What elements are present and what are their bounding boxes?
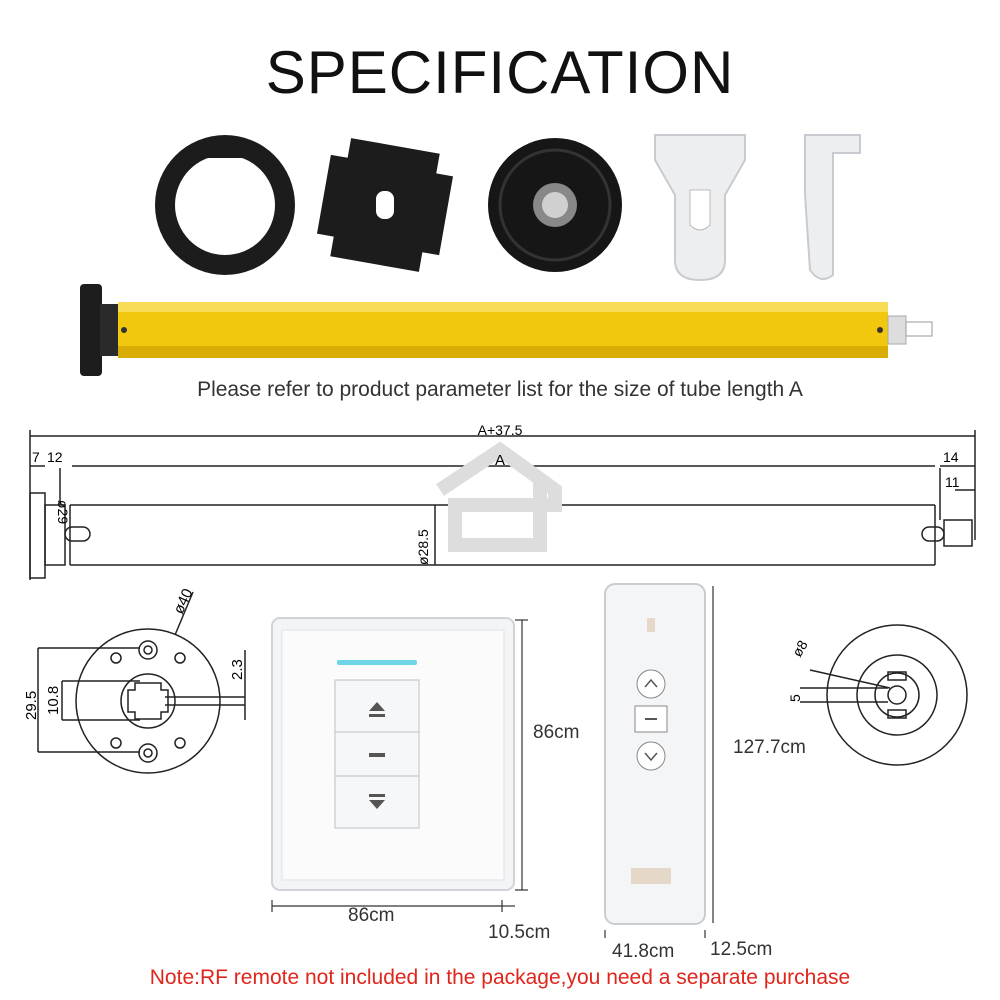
dim-hole-spacing: 29.5 (23, 691, 40, 720)
dim-total-length: A+37.5 (478, 422, 523, 438)
switch-height: 86cm (533, 722, 580, 743)
dim-shaft-width: 10.8 (45, 686, 62, 715)
dim-head-diameter: ø29 (55, 500, 71, 524)
switch-depth: 10.5cm (488, 922, 551, 943)
remote-depth: 12.5cm (710, 939, 773, 960)
dim-right-14: 14 (943, 449, 959, 465)
accessory-parts (155, 134, 861, 282)
page-title: SPECIFICATION (265, 39, 735, 106)
tubular-motor (80, 284, 933, 376)
wall-switch (271, 617, 528, 912)
remote-control (604, 583, 714, 938)
tube-length-caption: Please refer to product parameter list f… (197, 378, 803, 401)
flange-drawing: 29.5 10.8 2.3 ø40 (23, 586, 246, 774)
endcap-drawing: ø8 5 (787, 624, 968, 766)
crown-wheel (488, 138, 622, 272)
dim-length: A (495, 452, 505, 469)
remote-height: 127.7cm (733, 737, 806, 758)
dim-key-depth: 2.3 (229, 659, 246, 680)
dim-left-12: 12 (47, 449, 63, 465)
watermark-logo-icon (436, 441, 562, 552)
dim-tube-diameter: ø28.5 (415, 529, 431, 565)
drive-wheel (316, 138, 454, 272)
dim-right-11: 11 (945, 474, 960, 490)
dim-endcap-diameter: ø8 (789, 637, 811, 659)
purchase-note: Note:RF remote not included in the packa… (149, 966, 851, 989)
remote-width: 41.8cm (612, 941, 675, 962)
dim-left-7: 7 (32, 449, 40, 465)
dim-flange-diameter: ø40 (170, 586, 196, 617)
adapter-ring (155, 135, 295, 275)
bracket-front (654, 134, 746, 282)
bracket-side (804, 134, 861, 280)
tube-dimension-drawing: A+37.5 A 7 12 14 11 ø29 ø28.5 (29, 422, 976, 580)
switch-width: 86cm (348, 905, 395, 926)
dim-endcap-key: 5 (787, 694, 803, 702)
